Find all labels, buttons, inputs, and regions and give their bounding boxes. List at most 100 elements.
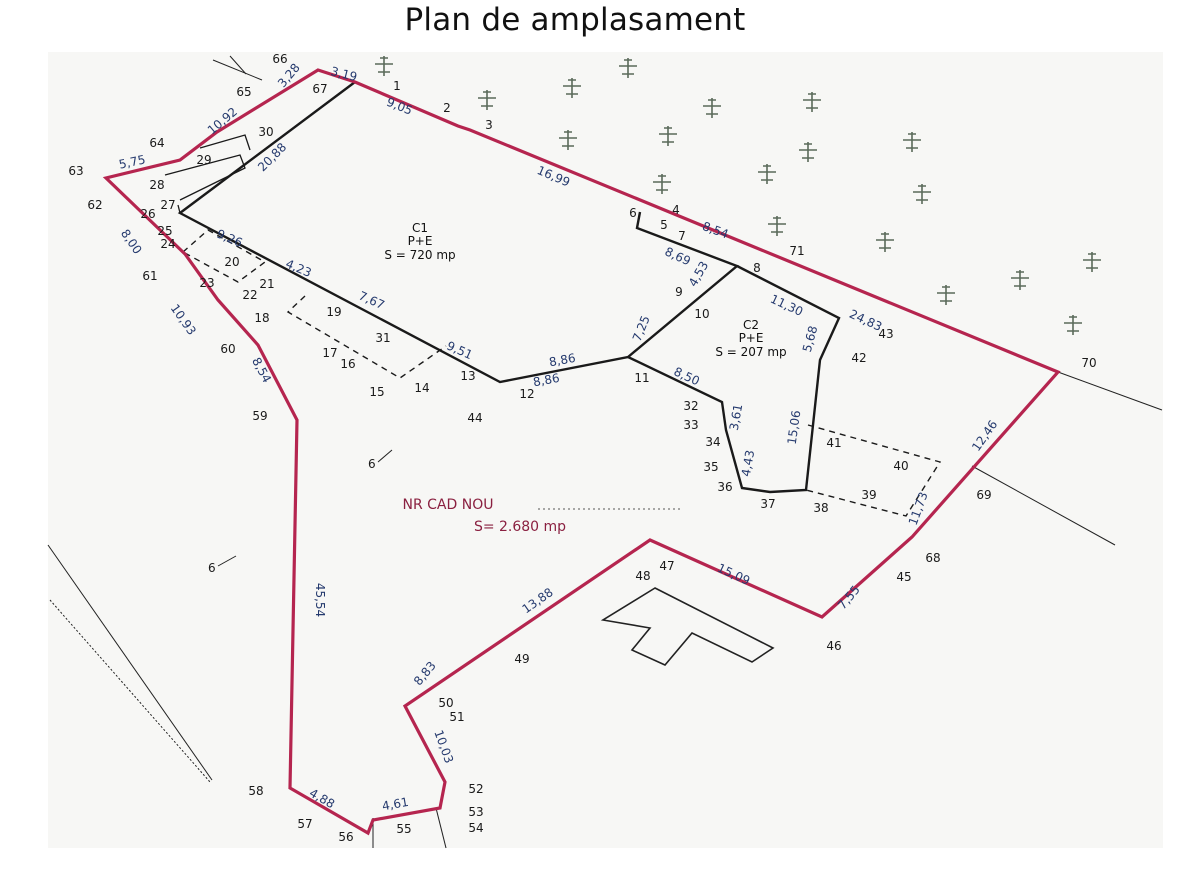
point-label: 43 <box>878 327 893 341</box>
point-label: 1 <box>393 79 401 93</box>
dimension-label: 4,53 <box>686 259 711 289</box>
building-c2-label: C2 P+E S = 207 mp <box>715 318 786 359</box>
point-label: 31 <box>375 331 390 345</box>
tree-icon <box>768 216 786 236</box>
tree-icon <box>1011 270 1029 290</box>
tree-icon <box>653 174 671 194</box>
parcel-label: NR CAD NOU <box>403 497 494 513</box>
tree-icon <box>563 78 581 98</box>
tree-icon <box>937 285 955 305</box>
tree-icon <box>1083 252 1101 272</box>
point-label: 62 <box>87 198 102 212</box>
point-label: 56 <box>338 830 353 844</box>
point-label: 46 <box>826 639 841 653</box>
dimension-label: 3,61 <box>727 403 745 432</box>
point-label: 15 <box>369 385 384 399</box>
point-label: 59 <box>252 409 267 423</box>
tree-icon <box>913 184 931 204</box>
elevation-symbol-2: 6 <box>208 555 237 575</box>
dimension-label: 7,55 <box>835 583 863 612</box>
point-label: 49 <box>514 652 529 666</box>
dimension-label: 8,86 <box>532 371 561 389</box>
dimension-label: 12,46 <box>969 418 1000 454</box>
point-label: 52 <box>468 782 483 796</box>
point-label: 6 <box>629 206 637 220</box>
point-label: 66 <box>272 52 287 66</box>
dimension-label: 15,09 <box>715 561 752 588</box>
c2-type: P+E <box>739 331 764 345</box>
building-c1-label: C1 P+E S = 720 mp <box>384 221 455 262</box>
tree-icon <box>375 56 393 76</box>
dimension-label: 13,88 <box>520 585 556 616</box>
c1-type: P+E <box>408 234 433 248</box>
point-label: 32 <box>683 399 698 413</box>
point-label: 55 <box>396 822 411 836</box>
building-c2-outline <box>627 264 841 494</box>
c2-name: C2 <box>743 318 759 332</box>
trees <box>375 56 1101 335</box>
point-label: 68 <box>925 551 940 565</box>
point-label: 70 <box>1081 356 1096 370</box>
dimension-label: 45,54 <box>313 583 327 617</box>
point-label: 53 <box>468 805 483 819</box>
dimension-label: 10,93 <box>168 302 199 338</box>
tree-icon <box>799 142 817 162</box>
point-label: 34 <box>705 435 720 449</box>
point-label: 20 <box>224 255 239 269</box>
point-label: 64 <box>149 136 164 150</box>
point-label: 36 <box>717 480 732 494</box>
parcel-area: S= 2.680 mp <box>474 519 566 535</box>
point-label: 61 <box>142 269 157 283</box>
point-label: 65 <box>236 85 251 99</box>
point-label: 28 <box>149 178 164 192</box>
building-c1-details <box>164 134 251 214</box>
point-label: 9 <box>675 285 683 299</box>
point-label: 44 <box>467 411 482 425</box>
dimension-label: 9,51 <box>445 339 475 363</box>
dimension-label: 3,19 <box>329 64 358 84</box>
dimension-label: 5,75 <box>118 152 147 171</box>
point-label: 26 <box>140 207 155 221</box>
point-label: 71 <box>789 244 804 258</box>
elevation-symbol-1: 6 <box>368 449 393 471</box>
point-label: 7 <box>678 229 686 243</box>
point-label: 8 <box>753 261 761 275</box>
point-label: 5 <box>660 218 668 232</box>
point-label: 58 <box>248 784 263 798</box>
dimension-label: 4,61 <box>381 795 410 813</box>
dimension-label: 9,05 <box>384 95 414 118</box>
point-label: 63 <box>68 164 83 178</box>
point-label: 50 <box>438 696 453 710</box>
point-label: 18 <box>254 311 269 325</box>
tree-icon <box>619 58 637 78</box>
point-label: 40 <box>893 459 908 473</box>
c2-area: S = 207 mp <box>715 345 786 359</box>
point-label: 17 <box>322 346 337 360</box>
dimension-label: 11,30 <box>768 292 805 319</box>
dimension-label: 8,83 <box>411 659 439 688</box>
svg-text:6: 6 <box>208 561 216 575</box>
dimension-label: 4,43 <box>739 449 757 478</box>
point-label: 67 <box>312 82 327 96</box>
dimension-label: 16,99 <box>535 163 572 189</box>
point-label: 33 <box>683 418 698 432</box>
dimension-label: 5,68 <box>800 324 820 353</box>
svg-text:6: 6 <box>368 457 376 471</box>
dimension-label: 9,26 <box>215 227 245 250</box>
point-label: 38 <box>813 501 828 515</box>
point-label: 19 <box>326 305 341 319</box>
point-label: 24 <box>160 237 175 251</box>
point-label: 4 <box>672 203 680 217</box>
point-label: 12 <box>519 387 534 401</box>
tree-icon <box>659 126 677 146</box>
point-label: 10 <box>694 307 709 321</box>
dimension-label: 24,83 <box>847 307 884 334</box>
context-lines <box>47 55 1163 849</box>
tree-icon <box>1064 315 1082 335</box>
tree-icon <box>876 232 894 252</box>
dimension-label: 8,54 <box>249 355 274 385</box>
point-label: 27 <box>160 198 175 212</box>
point-label: 13 <box>460 369 475 383</box>
